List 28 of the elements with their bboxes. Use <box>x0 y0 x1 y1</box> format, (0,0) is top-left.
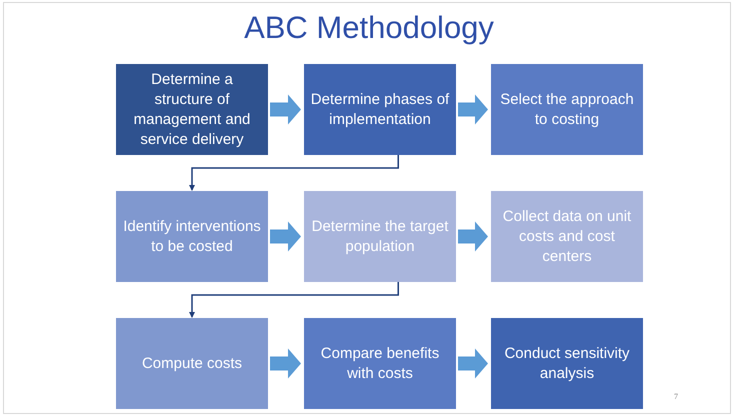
step-text: Identify interventions to be costed <box>122 216 262 256</box>
connector-arrow <box>189 282 399 318</box>
block-arrow <box>270 222 301 252</box>
step-text: Collect data on unit costs and cost centers <box>502 206 632 266</box>
process-box <box>491 191 643 282</box>
process-box <box>116 318 268 409</box>
step-text: Compare benefits with costs <box>320 344 440 384</box>
process-box <box>304 64 456 155</box>
block-arrow <box>458 94 488 124</box>
step-text: Conduct sensitivity analysis <box>503 344 631 384</box>
block-arrow <box>270 94 301 124</box>
process-box <box>304 318 456 409</box>
process-box <box>491 318 643 409</box>
block-arrow <box>458 222 488 252</box>
page-number: 7 <box>674 392 678 401</box>
process-box <box>304 191 456 282</box>
process-box <box>491 64 643 155</box>
process-box <box>116 64 268 155</box>
step-text: Compute costs <box>142 354 242 374</box>
step-text: Determine a structure of management and service delivery <box>132 70 252 150</box>
process-box <box>116 191 268 282</box>
connector-arrow <box>189 155 399 191</box>
step-text: Determine phases of implementation <box>310 90 450 130</box>
block-arrow <box>458 348 488 378</box>
title: ABC Methodology <box>243 10 495 46</box>
step-text: Select the approach to costing <box>499 90 635 130</box>
step-text: Determine the target population <box>310 216 450 256</box>
block-arrow <box>270 348 301 378</box>
